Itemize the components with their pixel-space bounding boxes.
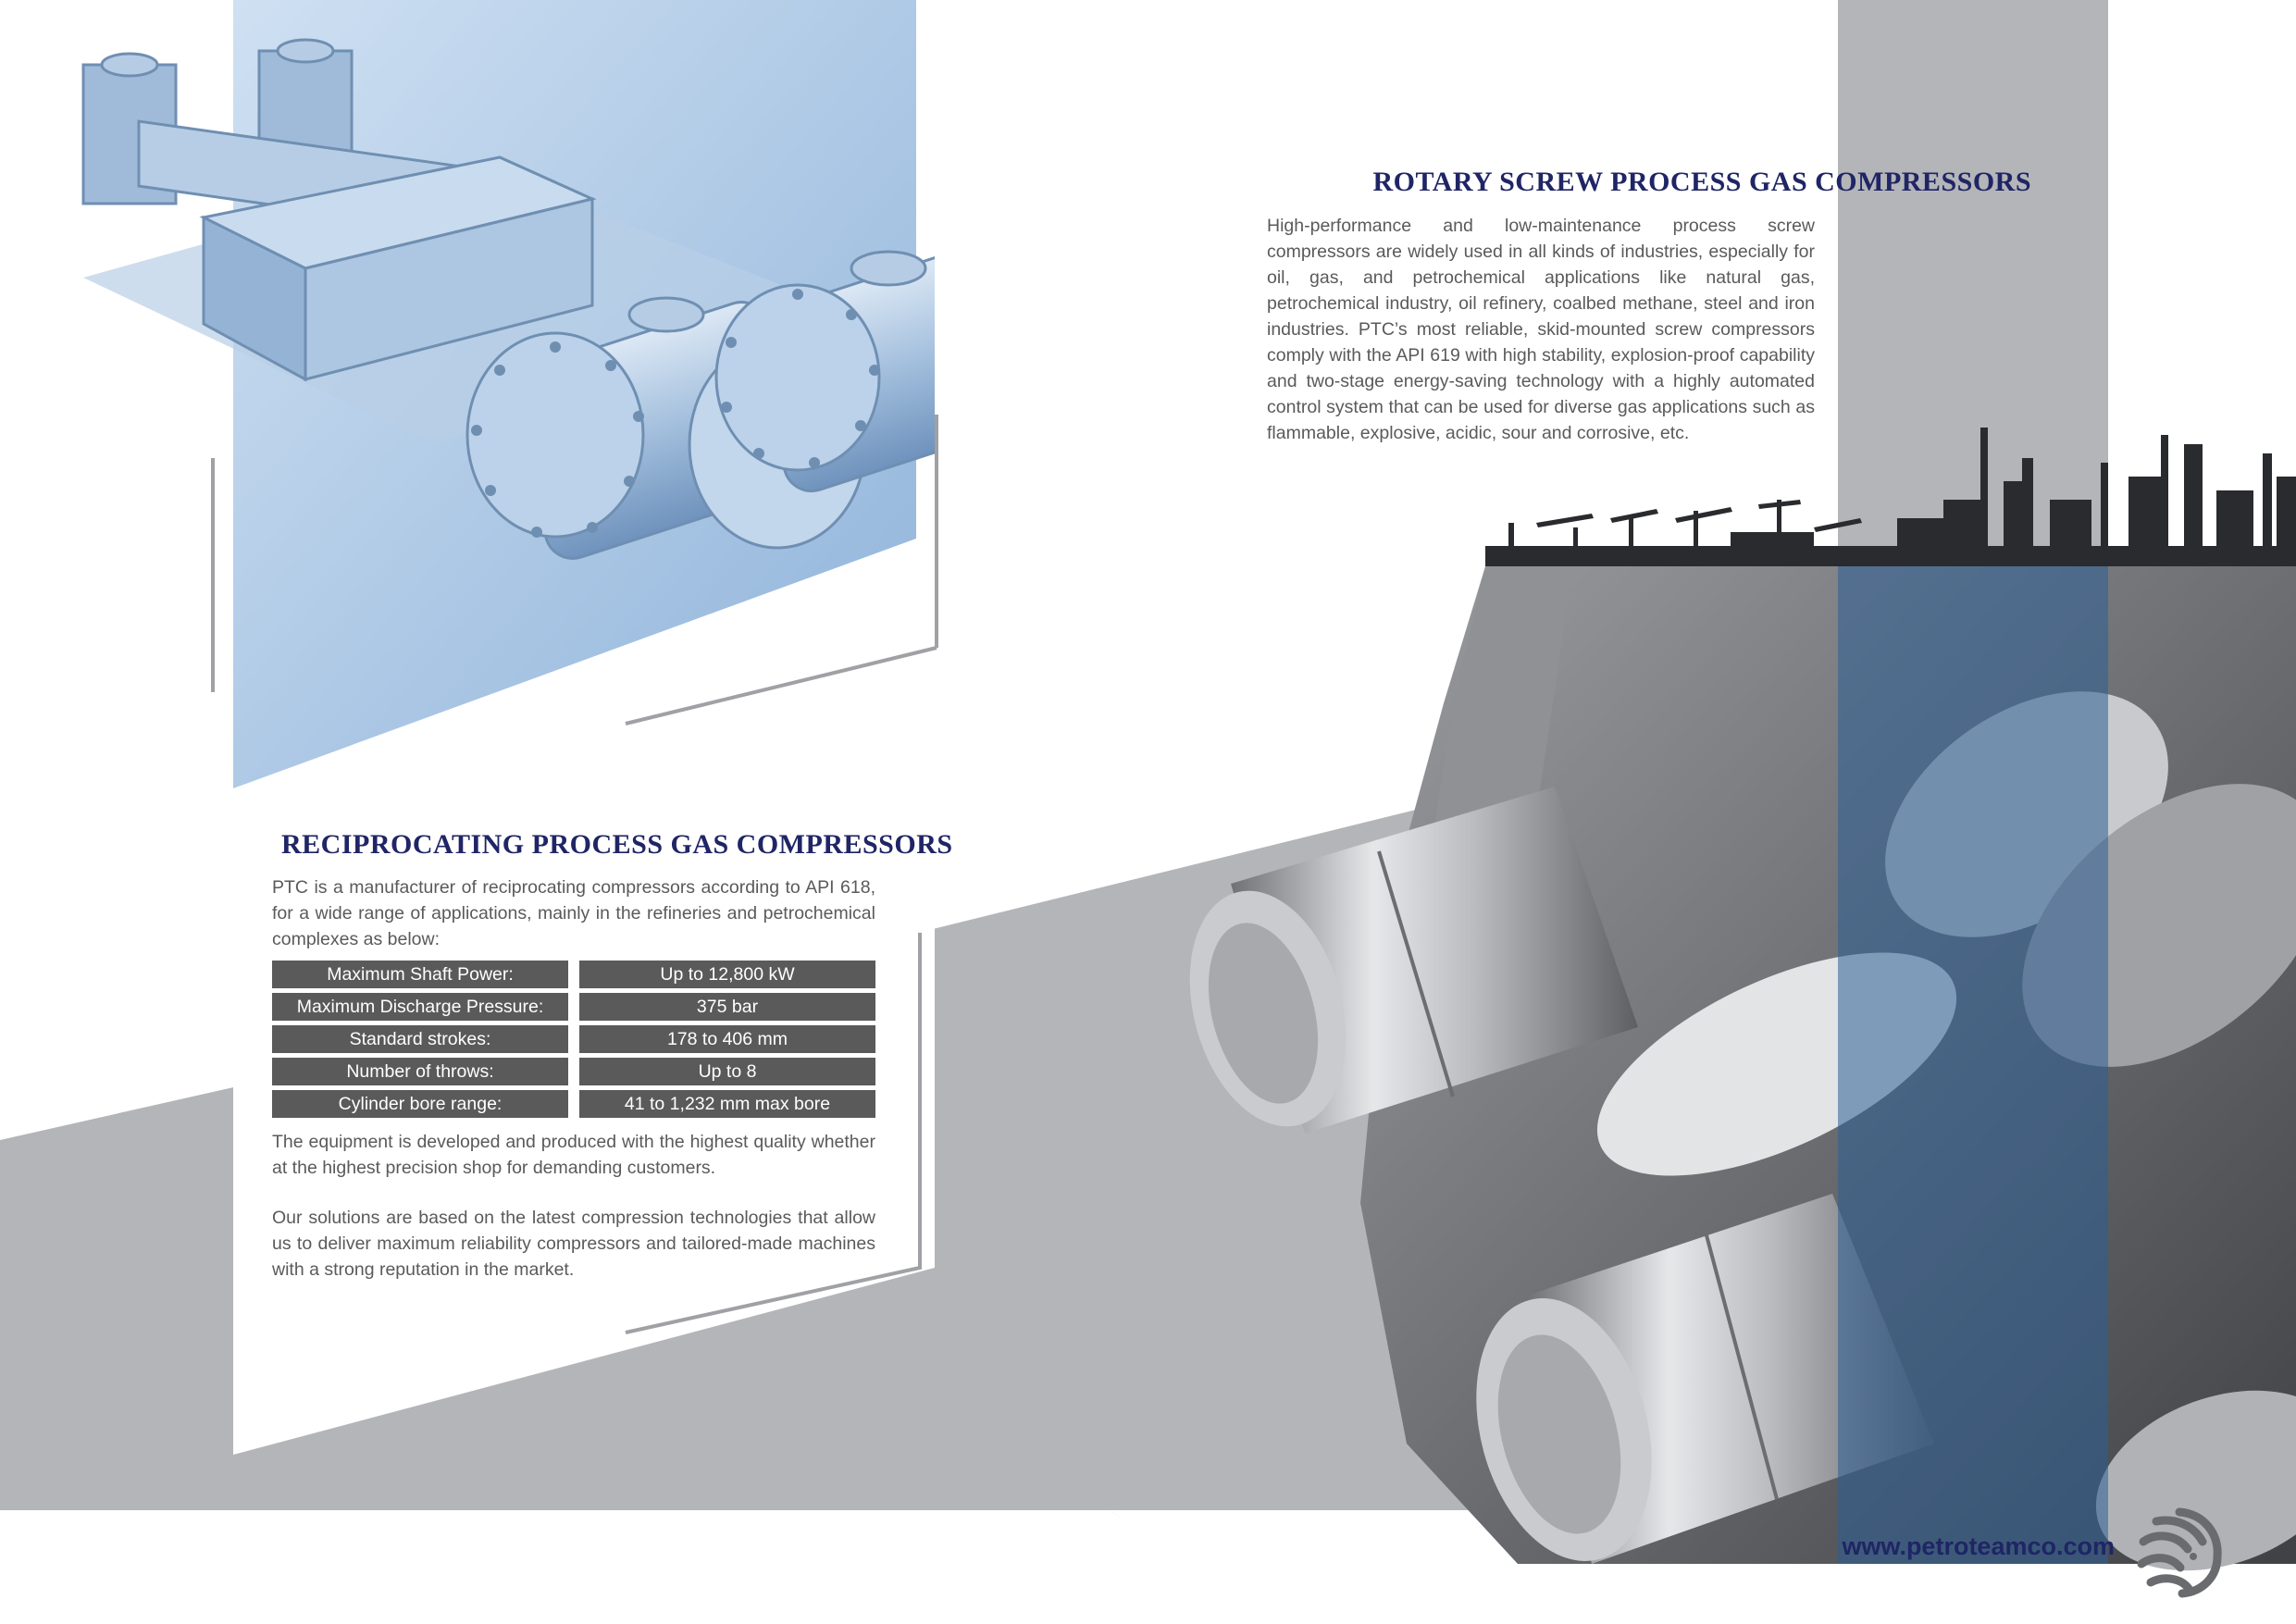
reciprocating-title: RECIPROCATING PROCESS GAS COMPRESSORS (281, 829, 953, 860)
spec-label: Standard strokes: (272, 1025, 568, 1053)
spec-value: Up to 8 (579, 1058, 875, 1085)
compressor-image (81, 0, 935, 788)
reciprocating-paragraph-3: Our solutions are based on the latest co… (272, 1208, 875, 1280)
spec-label: Number of throws: (272, 1058, 568, 1085)
rotary-title: ROTARY SCREW PROCESS GAS COMPRESSORS (1372, 167, 2031, 197)
spec-label: Maximum Discharge Pressure: (272, 993, 568, 1021)
spec-value: Up to 12,800 kW (579, 961, 875, 988)
spec-label: Maximum Shaft Power: (272, 961, 568, 988)
lion-logo-icon (2137, 1507, 2222, 1598)
spec-row: Cylinder bore range: 41 to 1,232 mm max b… (272, 1090, 875, 1118)
website-link[interactable]: www.petroteamco.com (1842, 1532, 2115, 1560)
spec-row: Number of throws: Up to 8 (272, 1058, 875, 1085)
spec-value: 178 to 406 mm (579, 1025, 875, 1053)
spec-label: Cylinder bore range: (272, 1090, 568, 1118)
spec-row: Standard strokes: 178 to 406 mm (272, 1025, 875, 1053)
spec-row: Maximum Shaft Power: Up to 12,800 kW (272, 961, 875, 988)
reciprocating-paragraph-2: The equipment is developed and produced … (272, 1132, 875, 1178)
reciprocating-intro: PTC is a manufacturer of reciprocating c… (272, 877, 875, 949)
refinery-skyline (1485, 428, 2296, 566)
spec-row: Maximum Discharge Pressure: 375 bar (272, 993, 875, 1021)
spec-value: 41 to 1,232 mm max bore (579, 1090, 875, 1118)
spec-value: 375 bar (579, 993, 875, 1021)
rotary-body: High-performance and low-maintenance pro… (1267, 216, 1815, 443)
